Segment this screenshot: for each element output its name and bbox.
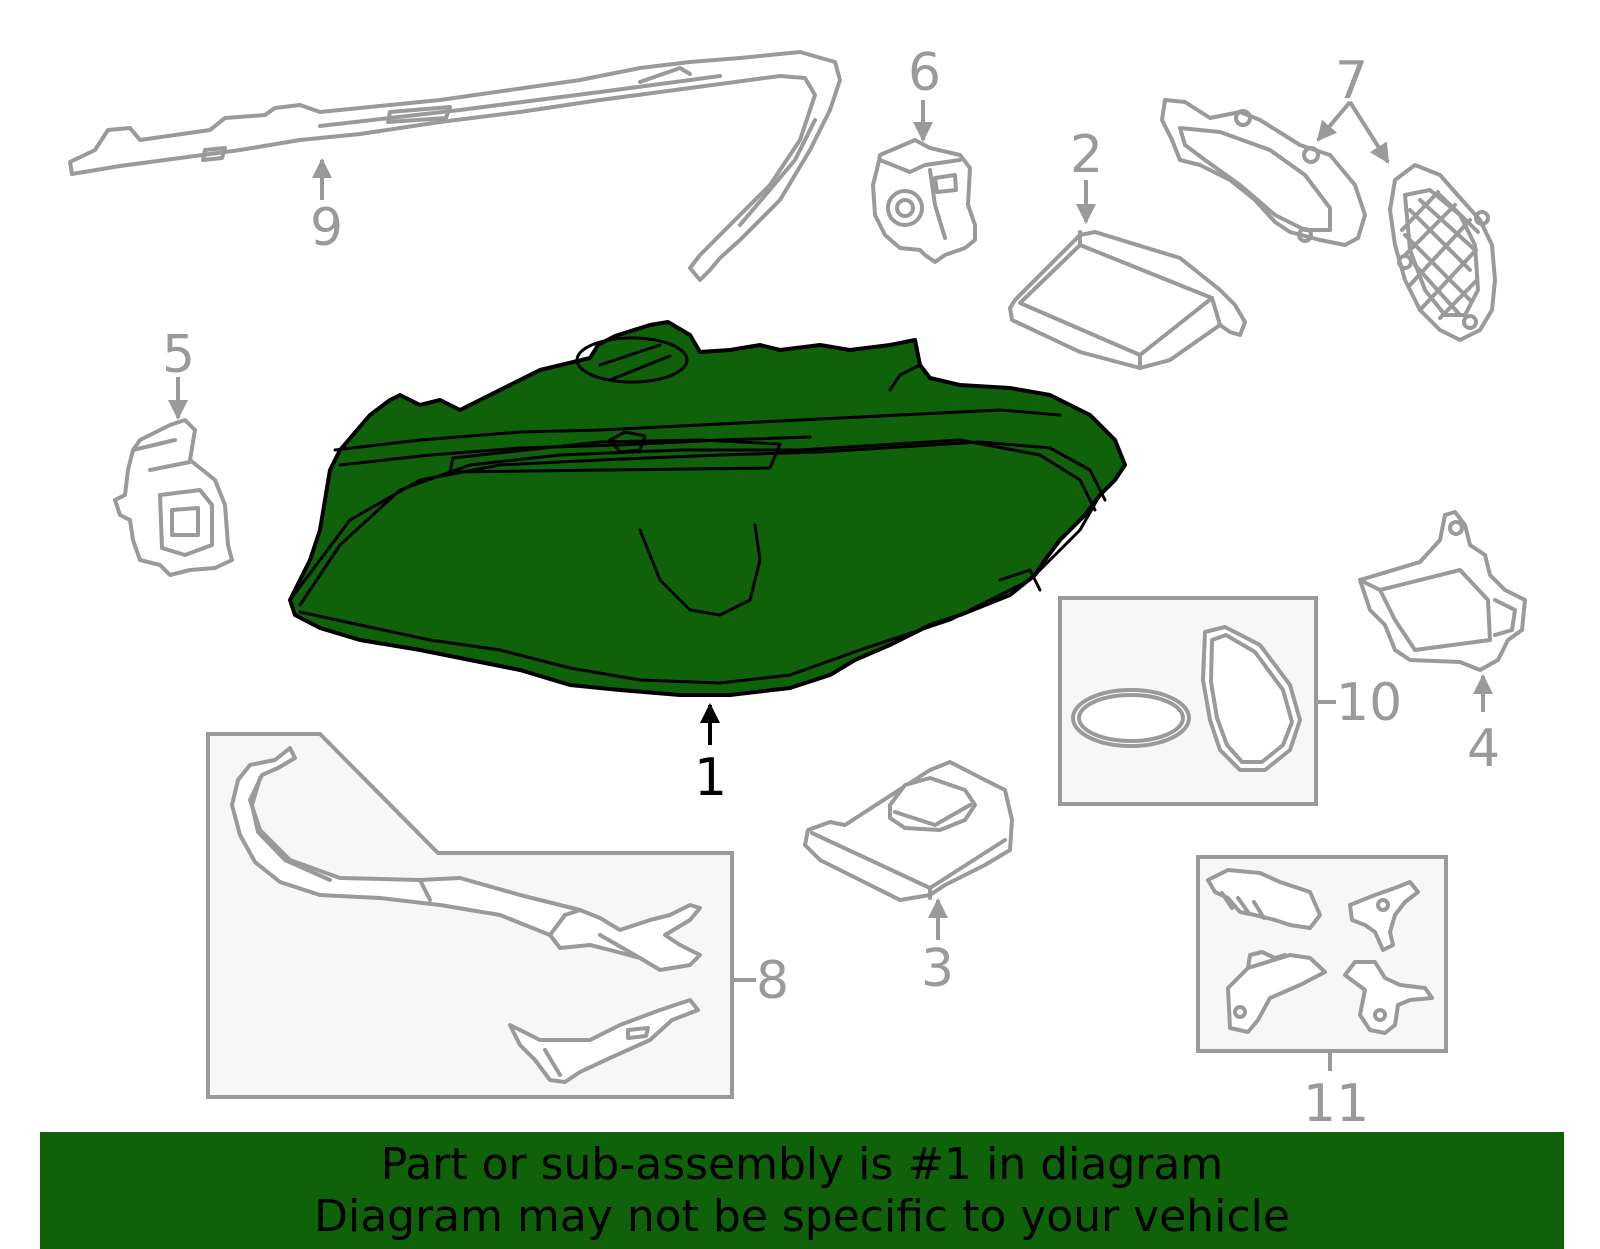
callout-5: 5	[162, 325, 195, 420]
callout-2-label: 2	[1070, 125, 1103, 185]
callout-4: 4	[1467, 674, 1500, 779]
part-1-headlamp-assembly[interactable]	[288, 320, 1127, 697]
part-2-control-module[interactable]	[1008, 230, 1247, 370]
banner-line-1: Part or sub-assembly is #1 in diagram	[380, 1138, 1224, 1190]
banner-line-2: Diagram may not be specific to your vehi…	[314, 1190, 1290, 1242]
part-7-bezel-and-grille[interactable]	[1160, 98, 1497, 342]
part-11-clip-kit[interactable]	[1196, 855, 1448, 1053]
part-8-bracket-kit[interactable]	[206, 732, 734, 1099]
callout-7: 7	[1316, 51, 1390, 164]
callout-9-label: 9	[310, 198, 343, 258]
callout-1: 1	[694, 703, 727, 808]
callout-11-label: 11	[1303, 1074, 1369, 1134]
callout-8-label: 8	[756, 951, 789, 1011]
callout-3-label: 3	[921, 939, 954, 999]
callout-7-label: 7	[1335, 51, 1368, 111]
callout-10: 10	[1316, 673, 1402, 733]
callout-2: 2	[1070, 125, 1103, 224]
callout-6: 6	[908, 43, 941, 142]
callout-10-label: 10	[1336, 673, 1402, 733]
part-5-bracket[interactable]	[113, 418, 234, 577]
callout-3: 3	[921, 898, 954, 999]
callout-8: 8	[732, 951, 789, 1011]
callout-9: 9	[310, 158, 343, 258]
part-4-module[interactable]	[1358, 510, 1527, 672]
callout-4-label: 4	[1467, 719, 1500, 779]
part-3-ballast[interactable]	[803, 760, 1014, 902]
part-9-trim-strip[interactable]	[68, 50, 842, 282]
part-6-actuator[interactable]	[871, 138, 977, 264]
callout-6-label: 6	[908, 43, 941, 103]
callout-5-label: 5	[162, 325, 195, 385]
callout-11: 11	[1303, 1051, 1369, 1134]
callout-1-label: 1	[694, 748, 727, 808]
part-10-seal-kit[interactable]	[1058, 596, 1318, 806]
info-banner: Part or sub-assembly is #1 in diagram Di…	[40, 1132, 1564, 1249]
